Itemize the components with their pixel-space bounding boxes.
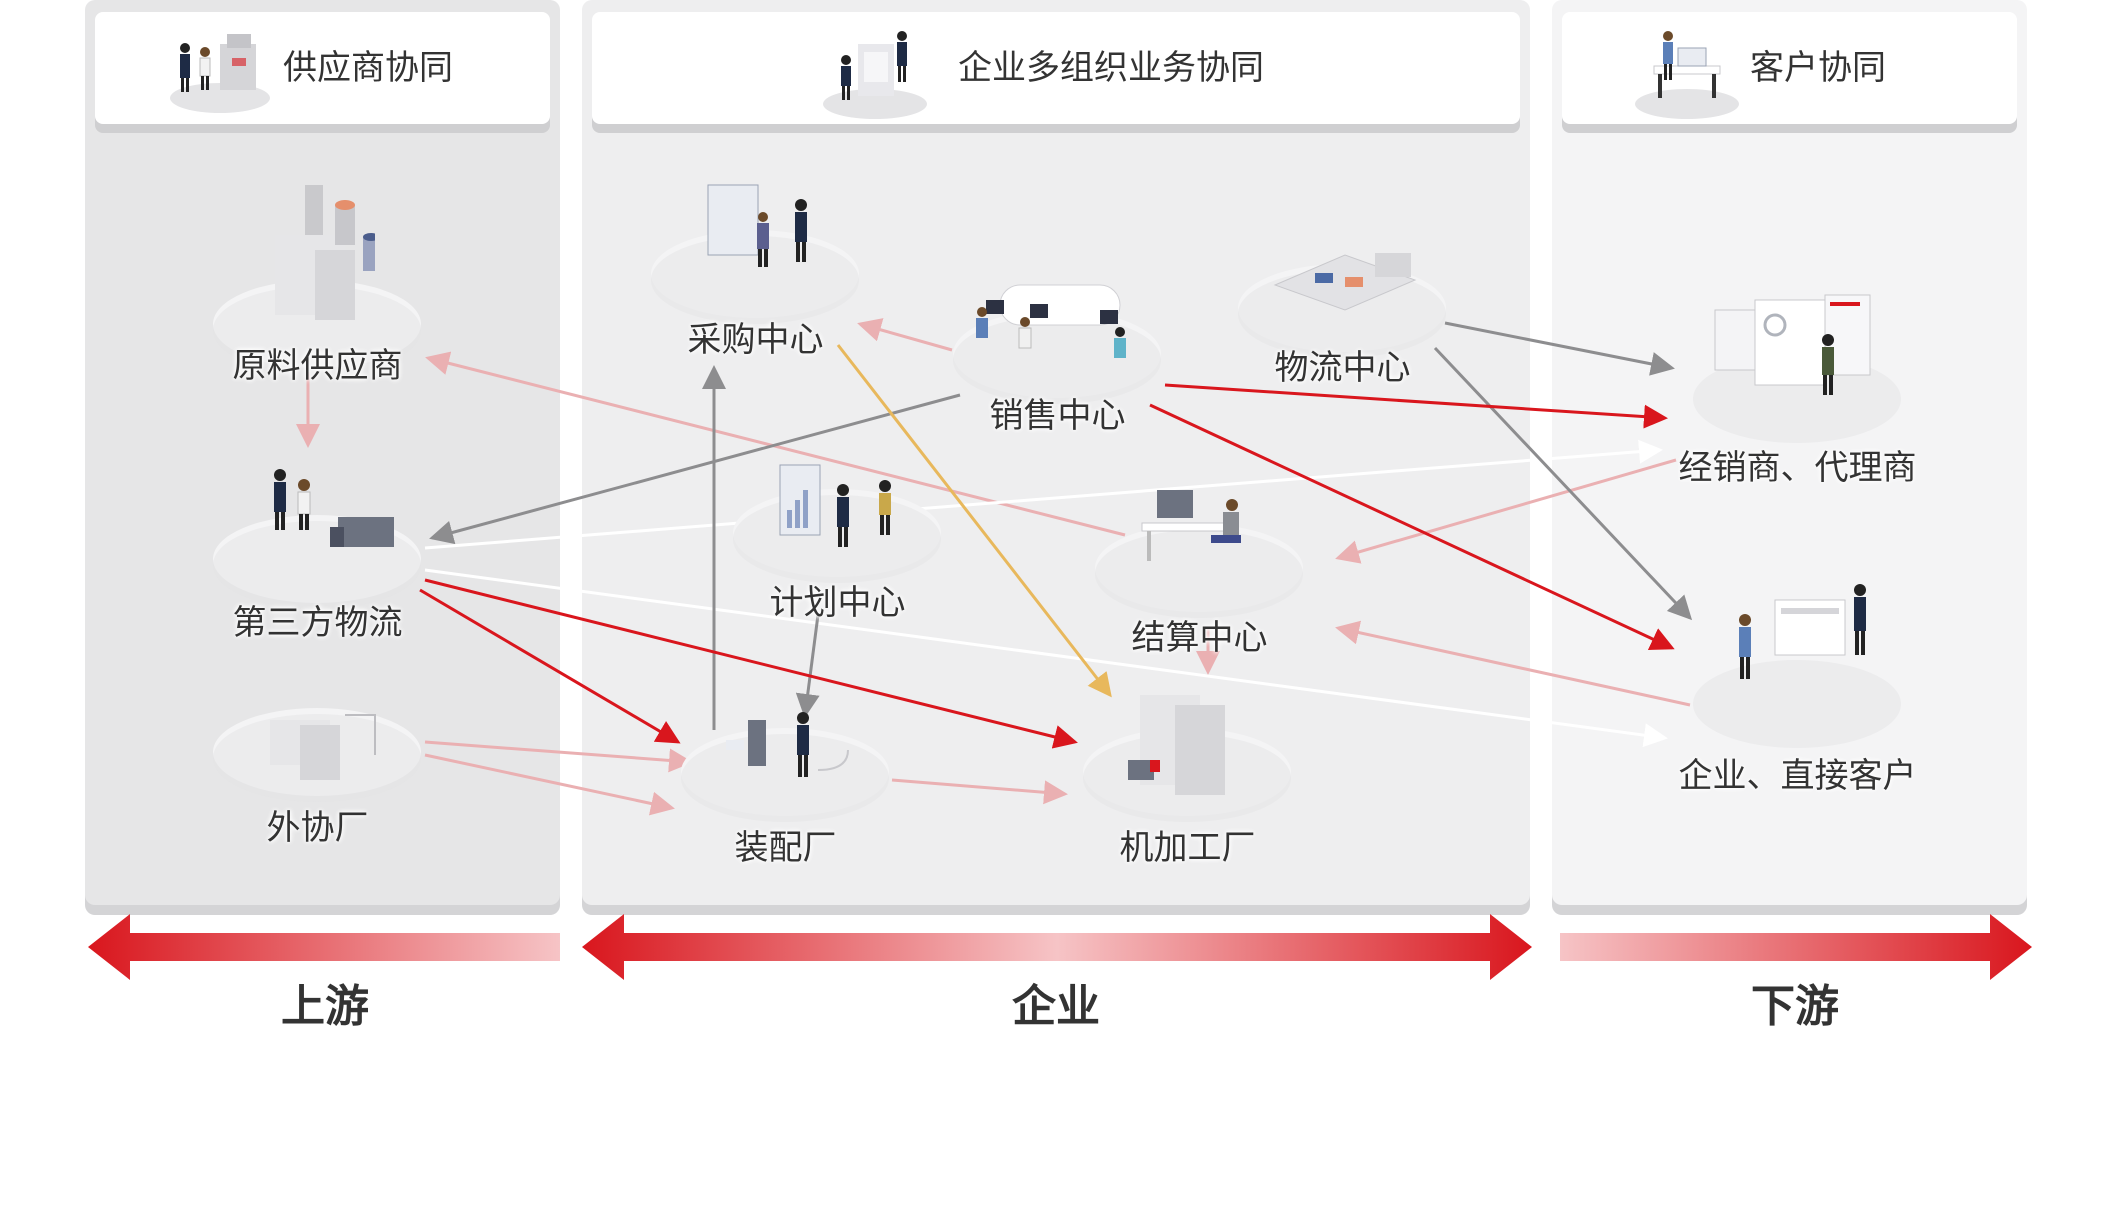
arrow-sales-to-3pl: [429, 393, 961, 545]
arrow-logistics-to-distributors: [1444, 321, 1675, 376]
person-at-computer-icon: [1141, 490, 1241, 561]
downstream-band-label: 下游: [1751, 981, 1839, 1032]
node-label-planning-center: 计划中心: [769, 583, 906, 623]
node-label-purchasing-center: 采购中心: [687, 320, 824, 360]
arrow-sales-to-purchasing: [857, 318, 953, 352]
node-label-direct-customers: 企业、直接客户: [1678, 756, 1917, 796]
bar-chart-board-icon: [779, 464, 891, 547]
arrow-sales-to-distributors: [1164, 383, 1668, 429]
people-at-tower-icon: [823, 31, 927, 119]
warehouse-icon: [1273, 253, 1417, 311]
node-label-sales-center: 销售中心: [989, 396, 1126, 436]
enterprise-panel-header: 企业多组织业务协同: [592, 12, 1520, 124]
node-label-machining-plant: 机加工厂: [1119, 828, 1256, 868]
downstream-band-arrow: [1560, 914, 2032, 980]
node-assembly-plant: 装配厂: [678, 712, 893, 868]
arrow-logistics-to-customers: [1433, 346, 1693, 621]
workstations-icon: [976, 284, 1126, 358]
arrow-settlement-to-raw: [425, 351, 1126, 537]
node-planning-center: 计划中心: [730, 464, 945, 623]
node-label-distributors: 经销商、代理商: [1678, 448, 1917, 488]
small-factory-icon: [270, 714, 376, 780]
person-at-desk-icon: [1635, 31, 1739, 119]
downstream-panel-header: 客户协同: [1562, 12, 2017, 124]
arrow-3pl-to-customers: [424, 568, 1668, 748]
arrow-3pl-to-machining: [424, 578, 1078, 749]
factory-tanks-icon: [213, 280, 421, 374]
arrow-customers-to-settlement: [1335, 620, 1691, 707]
node-disc: [953, 310, 1161, 404]
node-label-outsourcing-factory: 外协厂: [266, 808, 369, 848]
arrow-sales-to-customers: [1149, 403, 1675, 651]
node-distributors: 经销商、代理商: [1679, 294, 1917, 488]
enterprise-band-label: 企业: [1012, 981, 1100, 1032]
customers-meeting-icon: [1739, 584, 1866, 679]
node-label-assembly-plant: 装配厂: [734, 828, 837, 868]
enterprise-band-arrow: [582, 914, 1532, 980]
arrow-purchasing-to-machining: [836, 344, 1112, 698]
upstream-band-label: 上游: [281, 981, 369, 1032]
node-logistics-center: 物流中心: [1235, 253, 1450, 388]
presentation-board-icon: [707, 184, 807, 267]
node-label-logistics-center: 物流中心: [1274, 348, 1411, 388]
arrow-3pl-to-assembly: [419, 588, 681, 744]
node-settlement-center: 结算中心: [1092, 490, 1307, 658]
assembly-machine-icon: [726, 712, 849, 777]
node-label-settlement-center: 结算中心: [1131, 618, 1268, 658]
arrow-planning-to-assembly: [795, 614, 820, 718]
factory-illustration: [275, 185, 375, 320]
arrow-outsource-to-assembly-b: [424, 753, 675, 816]
arrow-outsource-to-assembly-a: [424, 740, 693, 773]
downstream-title: 客户协同: [1750, 48, 1886, 88]
upstream-panel-header: 供应商协同: [95, 12, 550, 124]
node-label-third-party-logistics: 第三方物流: [232, 603, 403, 643]
node-purchasing-center: 采购中心: [648, 184, 863, 360]
node-disc: [651, 230, 859, 324]
people-at-machine-icon: [170, 34, 270, 113]
node-direct-customers: 企业、直接客户: [1679, 584, 1917, 796]
node-raw-supplier: 原料供应商: [210, 185, 425, 386]
node-sales-center: 销售中心: [950, 284, 1165, 436]
enterprise-title: 企业多组织业务协同: [958, 48, 1264, 88]
node-outsourcing-factory: 外协厂: [210, 700, 425, 848]
node-machining-plant: 机加工厂: [1080, 695, 1295, 868]
upstream-title: 供应商协同: [283, 48, 453, 88]
node-third-party-logistics: 第三方物流: [210, 469, 425, 643]
arrow-distributors-to-settlement: [1335, 458, 1677, 564]
machining-factory-icon: [1128, 695, 1225, 795]
dashboard-screens-icon: [1714, 294, 1871, 395]
arrow-3pl-to-distributors: [424, 439, 1663, 550]
node-label-raw-supplier: 原料供应商: [232, 346, 403, 386]
node-disc: [1693, 654, 1901, 748]
arrow-assembly-to-machining: [891, 778, 1068, 805]
truck-icon: [274, 469, 394, 547]
upstream-band-arrow: [88, 914, 560, 980]
